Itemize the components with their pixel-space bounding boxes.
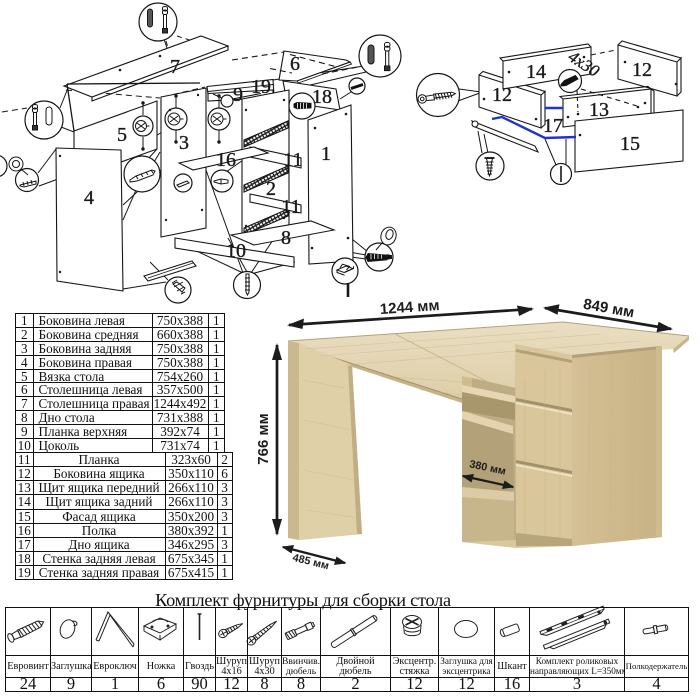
svg-text:2: 2 bbox=[266, 178, 276, 200]
svg-text:11: 11 bbox=[283, 149, 302, 171]
svg-text:8: 8 bbox=[281, 227, 291, 249]
svg-text:10: 10 bbox=[226, 240, 246, 262]
svg-text:1: 1 bbox=[321, 143, 331, 165]
svg-text:4: 4 bbox=[84, 187, 94, 209]
svg-text:17: 17 bbox=[543, 115, 563, 137]
svg-text:6: 6 bbox=[290, 53, 300, 75]
svg-text:16: 16 bbox=[216, 149, 236, 171]
svg-text:19: 19 bbox=[251, 76, 271, 98]
svg-text:7: 7 bbox=[170, 56, 180, 78]
svg-text:12: 12 bbox=[492, 84, 512, 106]
svg-text:15: 15 bbox=[620, 133, 640, 155]
svg-text:3: 3 bbox=[179, 132, 189, 154]
svg-text:766 мм: 766 мм bbox=[255, 413, 272, 464]
svg-text:9: 9 bbox=[233, 84, 243, 106]
svg-text:1244 мм: 1244 мм bbox=[379, 297, 440, 318]
svg-text:5: 5 bbox=[117, 124, 127, 146]
svg-text:14: 14 bbox=[526, 61, 546, 83]
svg-text:18: 18 bbox=[312, 86, 332, 108]
svg-text:11: 11 bbox=[281, 196, 300, 218]
svg-text:12: 12 bbox=[632, 59, 652, 81]
svg-text:13: 13 bbox=[589, 99, 609, 121]
